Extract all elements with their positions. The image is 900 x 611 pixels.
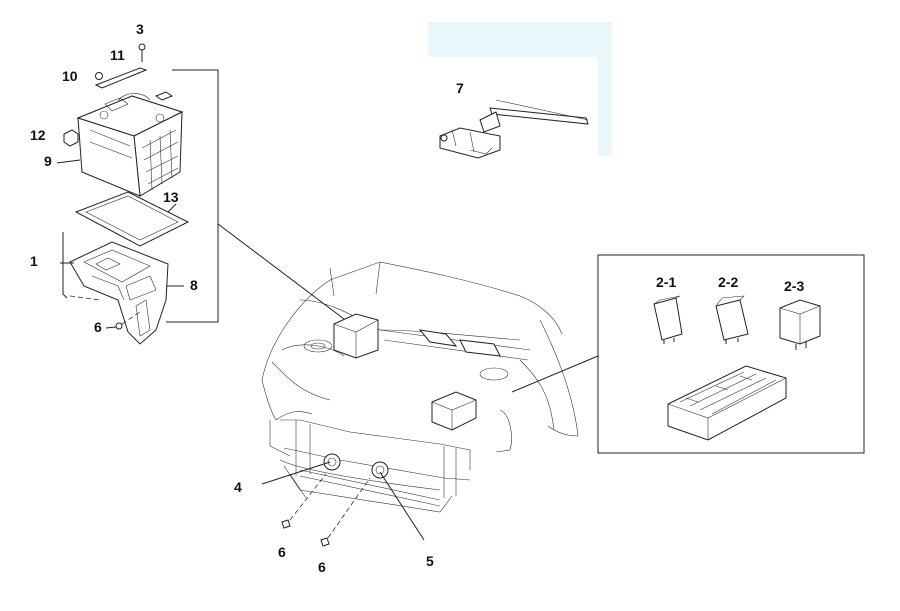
callout-6-right: 6 bbox=[318, 559, 326, 575]
battery-bracket-part-8 bbox=[69, 241, 169, 345]
callout-1: 1 bbox=[30, 253, 38, 269]
relay-part-2-3 bbox=[779, 299, 821, 350]
callout-13: 13 bbox=[163, 189, 179, 205]
callout-2-3: 2-3 bbox=[784, 278, 804, 294]
vehicle-front-body bbox=[261, 261, 579, 513]
group-bracket-line bbox=[166, 69, 219, 323]
callout-7: 7 bbox=[456, 80, 464, 96]
callout-11: 11 bbox=[110, 47, 125, 63]
callout-12: 12 bbox=[30, 127, 46, 143]
leader-5 bbox=[379, 471, 425, 541]
battery-group bbox=[62, 43, 190, 345]
terminal-part-12 bbox=[63, 129, 79, 147]
leader-4 bbox=[261, 461, 331, 485]
tray-pad-part-13 bbox=[74, 191, 190, 247]
battery-leader bbox=[217, 223, 349, 323]
bolt-part-6c bbox=[320, 537, 330, 547]
fuse-relay-inset bbox=[597, 254, 865, 454]
battery-part-9 bbox=[76, 93, 184, 197]
callout-10: 10 bbox=[62, 68, 78, 84]
bolt-part-6a bbox=[115, 322, 123, 330]
callout-3: 3 bbox=[136, 21, 144, 37]
callout-8: 8 bbox=[190, 277, 198, 293]
bolt-part-3 bbox=[138, 43, 146, 62]
nut-part-10 bbox=[95, 72, 103, 80]
callout-4: 4 bbox=[234, 479, 242, 495]
rod-part-1 bbox=[62, 232, 68, 299]
callout-9: 9 bbox=[44, 153, 52, 169]
fuse-part-2-2 bbox=[715, 295, 749, 344]
fuse-leader bbox=[511, 355, 599, 393]
callout-2-2: 2-2 bbox=[718, 274, 738, 290]
fuse-box-part bbox=[667, 365, 787, 441]
hold-bracket-part-11 bbox=[94, 67, 148, 89]
wiper-motor-part-7 bbox=[439, 99, 589, 159]
callout-6-battery: 6 bbox=[94, 319, 102, 335]
bolt-part-6b bbox=[281, 519, 291, 529]
callout-2-1: 2-1 bbox=[656, 274, 676, 290]
fuse-part-2-1 bbox=[653, 295, 683, 344]
callout-5: 5 bbox=[426, 553, 434, 569]
callout-6-left: 6 bbox=[278, 544, 286, 560]
